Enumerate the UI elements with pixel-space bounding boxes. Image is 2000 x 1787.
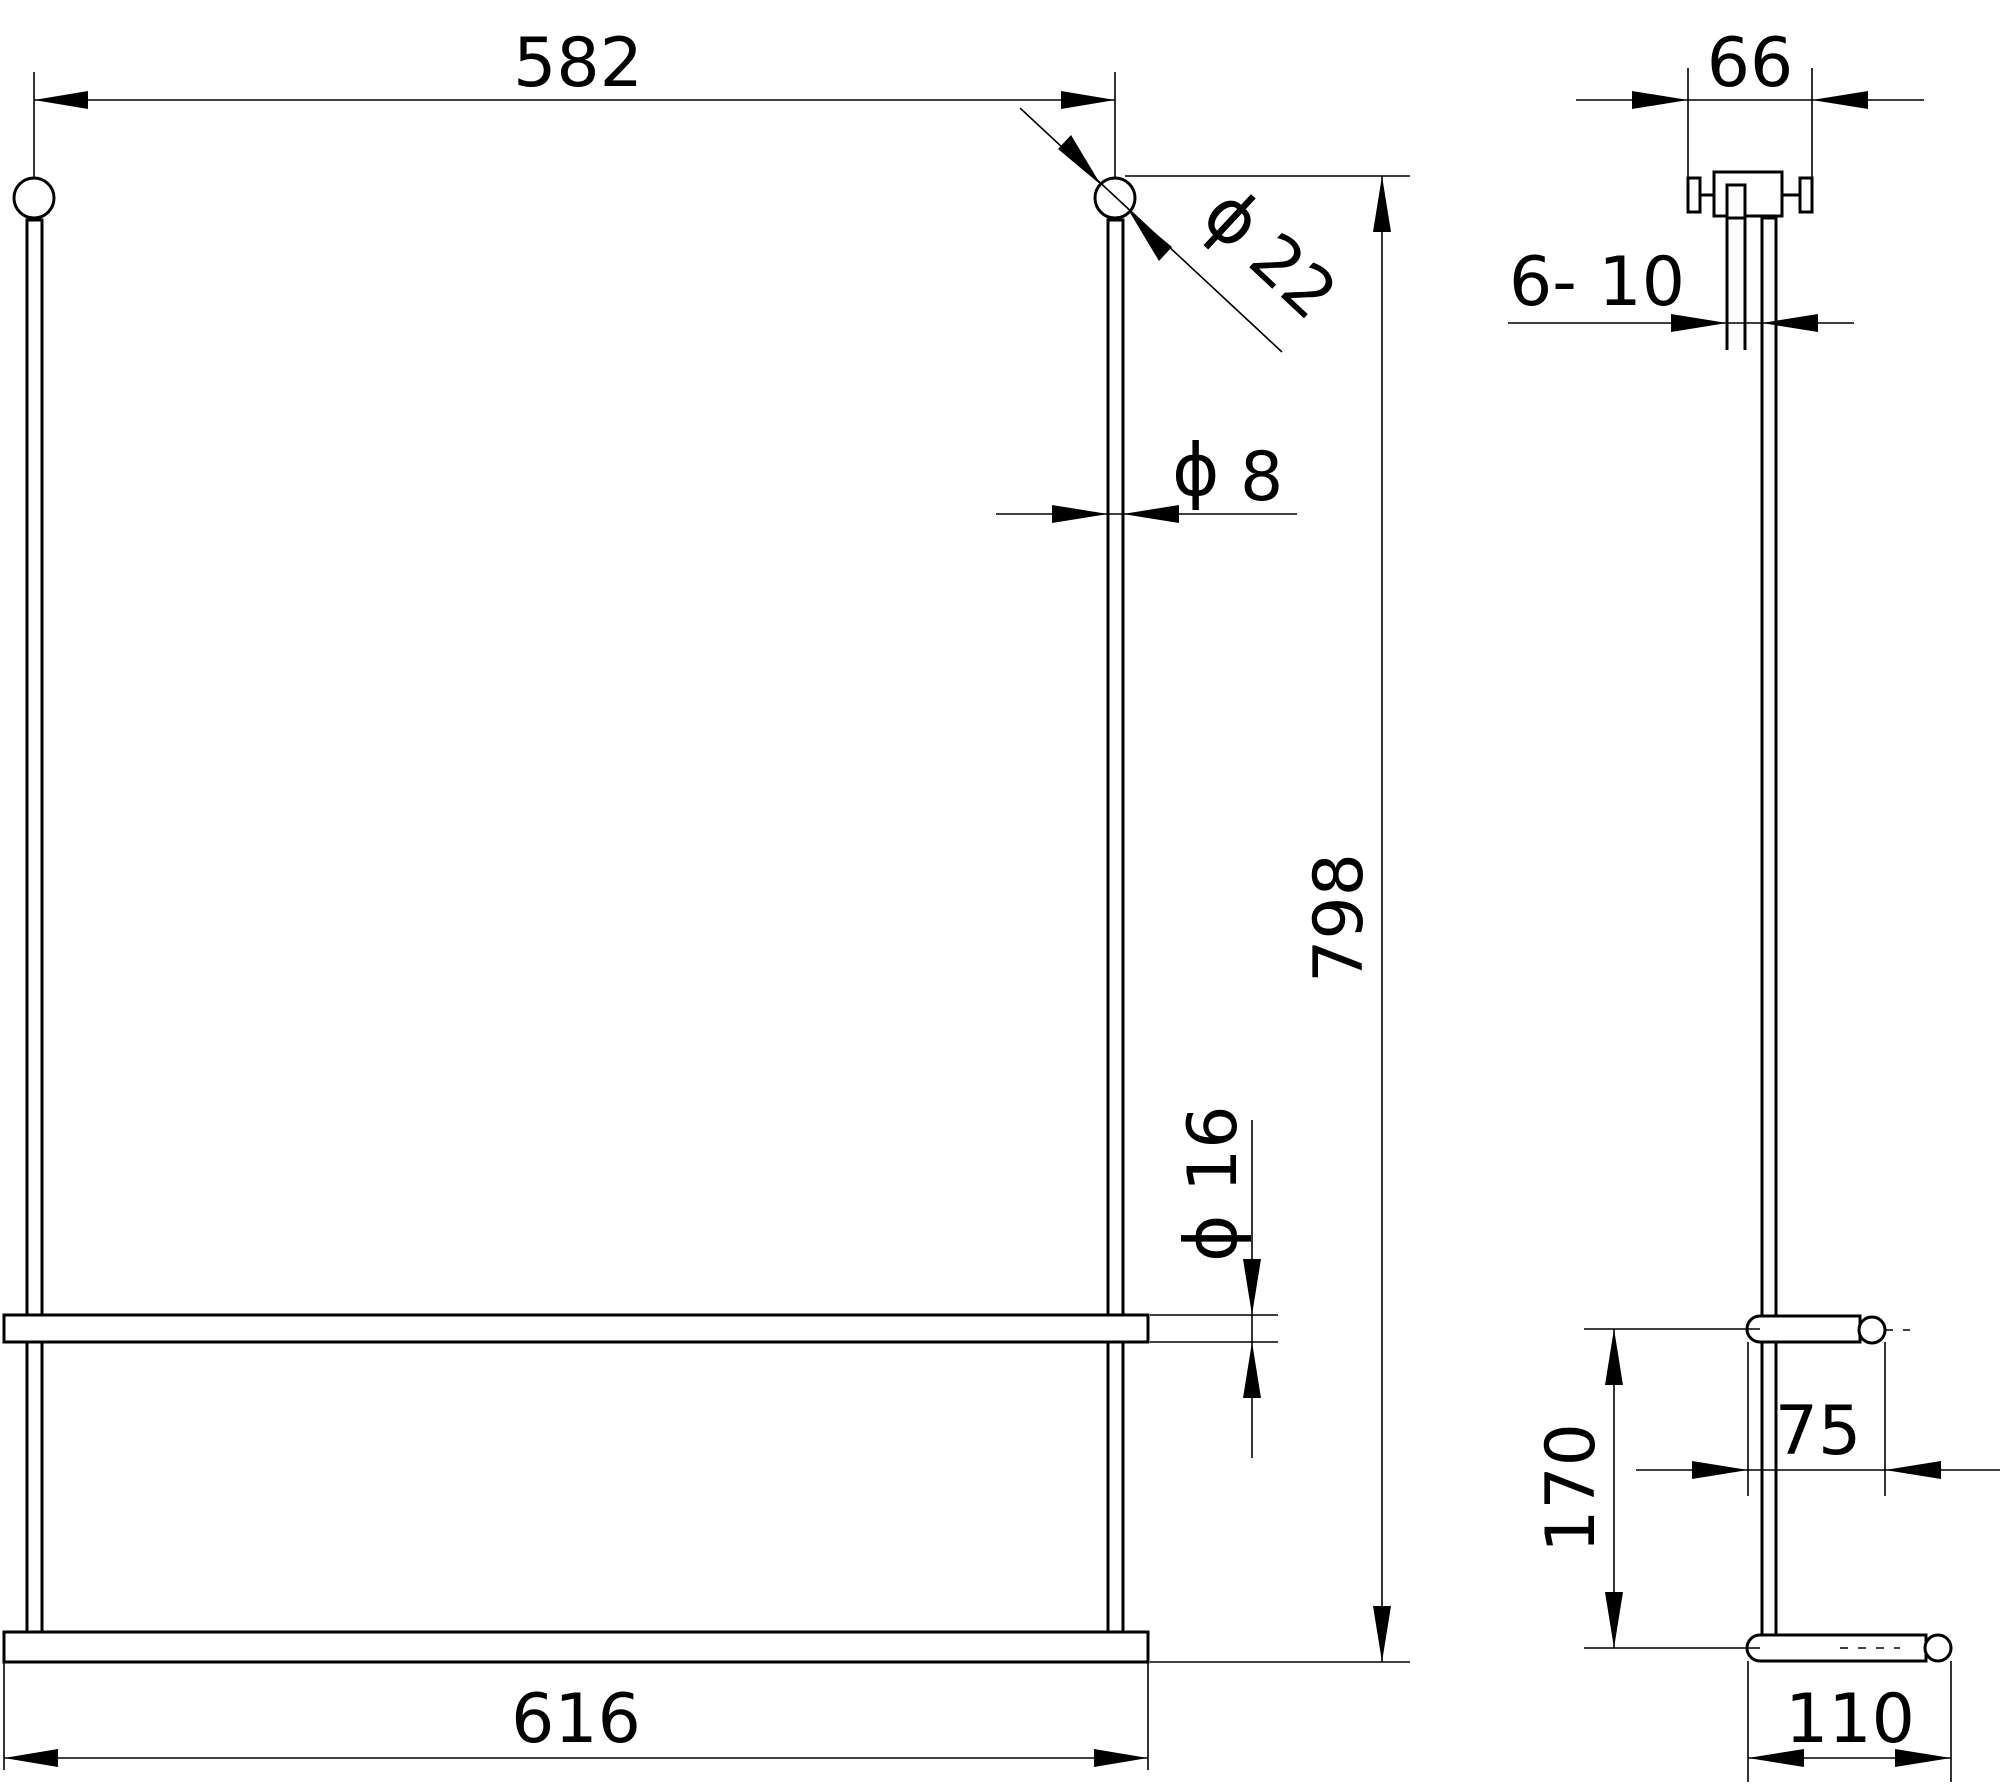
dim-upper-bar-depth: 75	[1636, 1342, 2000, 1496]
lower-bar-arm	[1745, 1633, 1928, 1663]
dim-rod-diameter-label: 8	[1240, 438, 1283, 517]
dim-upper-bar-depth-label: 75	[1775, 1392, 1862, 1471]
bracket-clip	[1725, 183, 1747, 220]
front-view	[2, 176, 1150, 1664]
right-rod	[1106, 218, 1125, 1634]
upper-bar-end-icon	[1857, 1315, 1887, 1345]
dim-rod-diameter: ϕ 8	[996, 428, 1297, 523]
dim-bottom-width: 616	[3, 1662, 1149, 1770]
lower-bar-end-icon	[1923, 1633, 1953, 1663]
dim-knob-diameter-label: 22	[1234, 219, 1351, 336]
dim-bar-diameter: ϕ 16	[1150, 1105, 1278, 1458]
dim-depth-mount: 66	[1576, 24, 1924, 178]
dim-bar-diameter-label: 16	[1174, 1105, 1253, 1192]
dim-bar-spacing: 170	[1532, 1328, 1760, 1649]
dim-bar-spacing-label: 170	[1532, 1423, 1611, 1553]
dim-top-width-label: 582	[513, 24, 643, 103]
dim-total-height-label: 798	[1300, 853, 1379, 983]
diameter-symbol-icon: ϕ	[1169, 1215, 1253, 1263]
left-rod	[25, 218, 44, 1634]
side-view	[1686, 170, 1953, 1663]
dim-top-width: 582	[33, 24, 1116, 178]
lower-towel-bar	[2, 1630, 1150, 1664]
diameter-symbol-icon: ϕ	[1172, 428, 1220, 512]
dim-bottom-width-label: 616	[511, 1680, 641, 1759]
dim-wall-gap-label: 6- 10	[1509, 243, 1685, 322]
dim-lower-bar-depth-label: 110	[1785, 1680, 1915, 1759]
upper-towel-bar	[2, 1313, 1150, 1344]
left-knob-icon	[12, 176, 56, 220]
bracket-cap-right	[1798, 176, 1814, 214]
dim-knob-diameter: ϕ 22	[1019, 107, 1351, 353]
dim-total-height: 798	[1125, 175, 1410, 1663]
wall-bracket	[1712, 170, 1784, 218]
dim-wall-gap: 6- 10	[1508, 243, 1854, 332]
dim-depth-mount-label: 66	[1707, 24, 1794, 103]
upper-bar-arm	[1745, 1314, 1862, 1344]
bracket-cap-left	[1686, 176, 1702, 214]
dim-lower-bar-depth: 110	[1747, 1661, 1952, 1782]
